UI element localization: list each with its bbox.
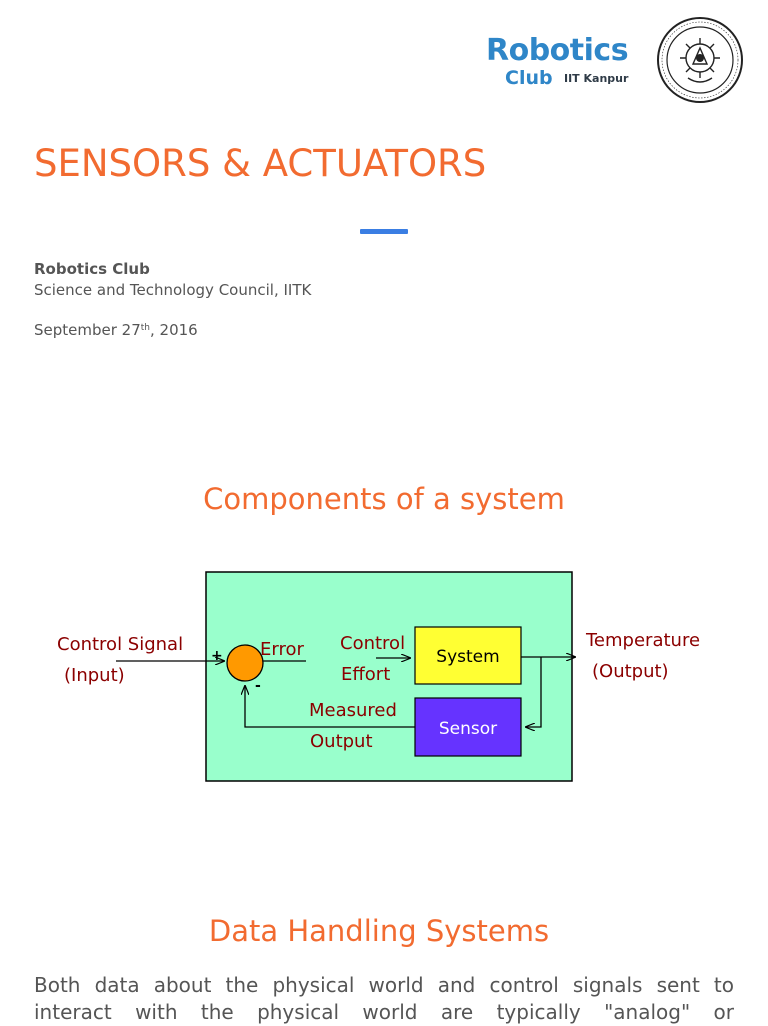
effort-label-line1: Control [340, 633, 405, 654]
iitk-seal-icon [657, 17, 743, 103]
data-handling-slide-title: Data Handling Systems [208, 914, 550, 948]
measured-label-line1: Measured [309, 700, 397, 721]
input-label-line2: (Input) [64, 665, 125, 686]
sensor-block [414, 697, 522, 757]
minus-sign: - [255, 678, 261, 694]
feedback-to-sensor-path [526, 657, 542, 727]
input-label-line1: Control Signal [57, 634, 183, 655]
output-label-line1: Temperature [585, 630, 700, 651]
organization-subtitle: Science and Technology Council, IITK [34, 281, 312, 299]
robotics-club-logo-club: Club [505, 67, 553, 89]
system-block [414, 626, 522, 685]
date-year: , 2016 [150, 321, 198, 339]
title-slide: Robotics Club IIT Kanpur SENSORS & ACTUA… [0, 0, 768, 400]
measured-label-line2: Output [310, 731, 373, 752]
robotics-club-logo-institute: IIT Kanpur [564, 72, 629, 85]
error-label: Error [260, 639, 304, 660]
system-block-label: System [436, 647, 499, 667]
plus-sign: + [211, 648, 223, 664]
date-day: September 27 [34, 321, 141, 339]
data-handling-body: Both data about the physical world and c… [34, 972, 734, 1026]
presentation-date: September 27th, 2016 [34, 321, 198, 339]
title-accent-rule [360, 229, 408, 234]
components-slide-title: Components of a system [203, 482, 565, 516]
output-label-line2: (Output) [592, 661, 669, 682]
control-loop-diagram: Control Signal (Input) Error Control Eff… [57, 571, 700, 782]
presentation-title: SENSORS & ACTUATORS [34, 142, 487, 185]
sensor-block-label: Sensor [439, 719, 497, 739]
body-line-1: Both data about the physical world and c… [34, 973, 734, 997]
summing-junction [226, 644, 264, 682]
date-ordinal: th [140, 323, 150, 333]
organization-name: Robotics Club [34, 260, 150, 278]
robotics-club-logo: Robotics Club IIT Kanpur [484, 34, 644, 94]
robotics-club-logo-word: Robotics [486, 33, 629, 68]
body-line-2: interact with the physical world are typ… [34, 1000, 734, 1024]
effort-label-line2: Effort [341, 664, 390, 685]
feedback-to-junction-path [245, 686, 415, 728]
logo-area: Robotics Club IIT Kanpur [484, 16, 746, 104]
